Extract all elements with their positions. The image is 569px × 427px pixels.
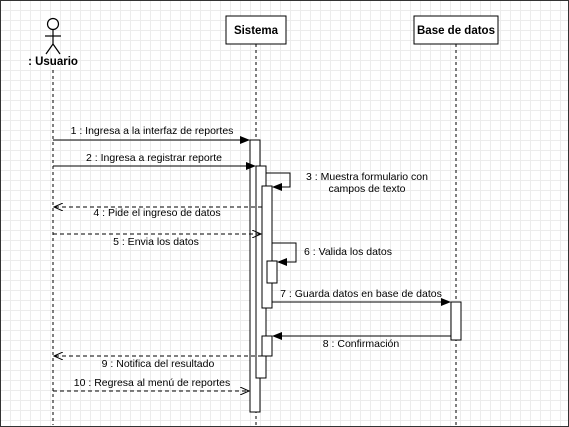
actor-usuario: : Usuario	[28, 17, 78, 68]
actor-base-de-datos-label: Base de datos	[417, 25, 495, 37]
message-9-label: 9 : Notifica del resultado	[102, 358, 215, 370]
activation-base-de-datos	[450, 301, 462, 341]
actor-base-de-datos: Base de datos	[413, 15, 499, 45]
message-4: 4 : Pide el ingreso de datos	[54, 207, 262, 219]
message-5-label: 5 : Envia los datos	[113, 236, 199, 248]
message-7: 7 : Guarda datos en base de datos	[272, 288, 451, 306]
message-1: 1 : Ingresa a la interfaz de reportes	[53, 125, 250, 144]
message-10-label: 10 : Regresa al menú de reportes	[74, 377, 230, 389]
actor-sistema: Sistema	[225, 15, 287, 45]
message-8-label: 8 : Confirmación	[323, 338, 400, 350]
message-3-label-line2: campos de texto	[328, 183, 405, 195]
message-6: 6 : Valida los datos	[272, 242, 392, 266]
message-2: 2 : Ingresa a registrar reporte	[53, 152, 256, 170]
message-8: 8 : Confirmación	[272, 332, 451, 350]
activation-sistema-confirm	[261, 335, 273, 357]
actor-sistema-label: Sistema	[234, 25, 279, 37]
message-3: 3 : Muestra formulario con campos de tex…	[266, 171, 428, 195]
actor-usuario-label: : Usuario	[28, 56, 78, 68]
activation-sistema-validate	[266, 260, 278, 284]
stick-figure-icon	[45, 17, 61, 55]
message-1-label: 1 : Ingresa a la interfaz de reportes	[71, 125, 234, 137]
message-7-label: 7 : Guarda datos en base de datos	[280, 288, 442, 300]
activation-sistema-form	[261, 185, 273, 309]
message-3-label: 3 : Muestra formulario con	[306, 171, 428, 183]
message-10: 10 : Regresa al menú de reportes	[53, 377, 249, 391]
message-5: 5 : Envia los datos	[53, 234, 261, 248]
message-6-label: 6 : Valida los datos	[304, 246, 392, 258]
message-9: 9 : Notifica del resultado	[54, 356, 262, 370]
message-4-label: 4 : Pide el ingreso de datos	[93, 207, 220, 219]
message-2-label: 2 : Ingresa a registrar reporte	[86, 152, 222, 164]
